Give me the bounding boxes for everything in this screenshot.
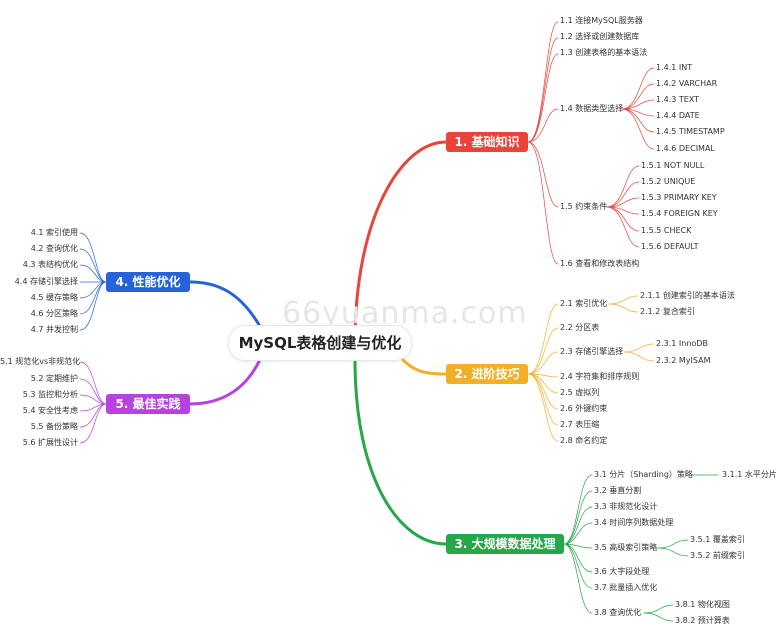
node-4-3[interactable]: 4.3 表结构优化 — [22, 260, 78, 269]
trunk-b1 — [353, 140, 448, 344]
node-1-5-5[interactable]: 1.5.5 CHECK — [641, 226, 692, 235]
node-2-5[interactable]: 2.5 虚拟列 — [560, 388, 600, 397]
node-1-5-6[interactable]: 1.5.6 DEFAULT — [641, 242, 699, 251]
node-5-1[interactable]: 5.1 规范化vs非规范化 — [0, 357, 81, 366]
trunk-b4 — [188, 280, 264, 332]
node-1-4[interactable]: 1.4 数据类型选择 — [560, 104, 624, 113]
node-1-1[interactable]: 1.1 连接MySQL服务器 — [560, 16, 643, 25]
node-4-5[interactable]: 4.5 缓存策略 — [30, 293, 78, 302]
b2-connectors — [527, 295, 655, 442]
node-1-3[interactable]: 1.3 创建表格的基本语法 — [560, 48, 648, 57]
node-3-8-2[interactable]: 3.8.2 预计算表 — [675, 616, 730, 625]
node-5-2[interactable]: 5.2 定期维护 — [30, 374, 78, 383]
node-3-6[interactable]: 3.6 大字段处理 — [594, 567, 650, 576]
b1-connectors — [527, 21, 655, 265]
node-3-1[interactable]: 3.1 分片（Sharding）策略 — [594, 470, 693, 479]
branch-best-practice[interactable]: 5. 最佳实践 — [106, 394, 190, 414]
node-1-5-2[interactable]: 1.5.2 UNIQUE — [641, 177, 696, 186]
node-1-4-5[interactable]: 1.4.5 TIMESTAMP — [656, 127, 725, 136]
branch-basics[interactable]: 1. 基础知识 — [446, 132, 528, 152]
node-5-6[interactable]: 5.6 扩展性设计 — [22, 438, 78, 447]
root-topic[interactable]: MySQL表格创建与优化 — [228, 325, 412, 361]
b5-connectors — [79, 361, 107, 444]
node-1-4-1[interactable]: 1.4.1 INT — [656, 63, 693, 72]
node-4-2[interactable]: 4.2 查询优化 — [30, 244, 78, 253]
trunk-b5 — [188, 353, 264, 406]
node-2-7[interactable]: 2.7 表压缩 — [560, 420, 600, 429]
node-3-3[interactable]: 3.3 非规范化设计 — [594, 502, 658, 511]
node-2-2[interactable]: 2.2 分区表 — [560, 323, 600, 332]
node-1-5[interactable]: 1.5 约束条件 — [560, 202, 608, 211]
node-3-2[interactable]: 3.2 垂直分割 — [594, 486, 642, 495]
branch-large-data[interactable]: 3. 大规模数据处理 — [446, 534, 564, 554]
node-2-1-1[interactable]: 2.1.1 创建索引的基本语法 — [640, 291, 735, 300]
branch-performance[interactable]: 4. 性能优化 — [106, 272, 190, 292]
node-2-4[interactable]: 2.4 字符集和排序规则 — [560, 372, 640, 381]
node-1-4-4[interactable]: 1.4.4 DATE — [656, 111, 700, 120]
node-2-3-1[interactable]: 2.3.1 InnoDB — [656, 339, 708, 348]
node-3-1-1[interactable]: 3.1.1 水平分片 — [722, 470, 777, 479]
node-1-4-2[interactable]: 1.4.2 VARCHAR — [656, 79, 718, 88]
node-4-4[interactable]: 4.4 存储引擎选择 — [14, 277, 78, 286]
branch-advanced[interactable]: 2. 进阶技巧 — [446, 364, 528, 384]
node-2-8[interactable]: 2.8 命名约定 — [560, 436, 608, 445]
node-3-5[interactable]: 3.5 高级索引策略 — [594, 543, 658, 552]
b3-connectors — [563, 474, 719, 622]
node-3-4[interactable]: 3.4 时间序列数据处理 — [594, 518, 674, 527]
node-1-5-1[interactable]: 1.5.1 NOT NULL — [641, 161, 705, 170]
node-1-4-6[interactable]: 1.4.6 DECIMAL — [656, 144, 715, 153]
node-3-7[interactable]: 3.7 批量插入优化 — [594, 583, 658, 592]
node-2-6[interactable]: 2.6 外键约束 — [560, 404, 608, 413]
node-5-5[interactable]: 5.5 备份策略 — [30, 422, 78, 431]
node-3-8-1[interactable]: 3.8.1 物化视图 — [675, 600, 730, 609]
node-2-1[interactable]: 2.1 索引优化 — [560, 299, 608, 308]
node-5-4[interactable]: 5.4 安全性考虑 — [22, 406, 78, 415]
node-1-4-3[interactable]: 1.4.3 TEXT — [656, 95, 700, 104]
node-1-5-3[interactable]: 1.5.3 PRIMARY KEY — [641, 193, 717, 202]
node-2-3-2[interactable]: 2.3.2 MyISAM — [656, 356, 711, 365]
node-4-1[interactable]: 4.1 索引使用 — [30, 228, 78, 237]
node-1-2[interactable]: 1.2 选择或创建数据库 — [560, 32, 640, 41]
node-3-8[interactable]: 3.8 查询优化 — [594, 608, 642, 617]
trunk-b3 — [353, 358, 448, 546]
node-1-5-4[interactable]: 1.5.4 FOREIGN KEY — [641, 209, 718, 218]
node-2-3[interactable]: 2.3 存储引擎选择 — [560, 347, 624, 356]
node-4-6[interactable]: 4.6 分区策略 — [30, 309, 78, 318]
b4-connectors — [79, 232, 107, 331]
node-3-5-2[interactable]: 3.5.2 前缀索引 — [690, 551, 745, 560]
node-1-6[interactable]: 1.6 查看和修改表结构 — [560, 259, 640, 268]
node-2-1-2[interactable]: 2.1.2 复合索引 — [640, 307, 695, 316]
node-5-3[interactable]: 5.3 监控和分析 — [22, 390, 78, 399]
node-4-7[interactable]: 4.7 并发控制 — [30, 325, 78, 334]
node-3-5-1[interactable]: 3.5.1 覆盖索引 — [690, 535, 745, 544]
